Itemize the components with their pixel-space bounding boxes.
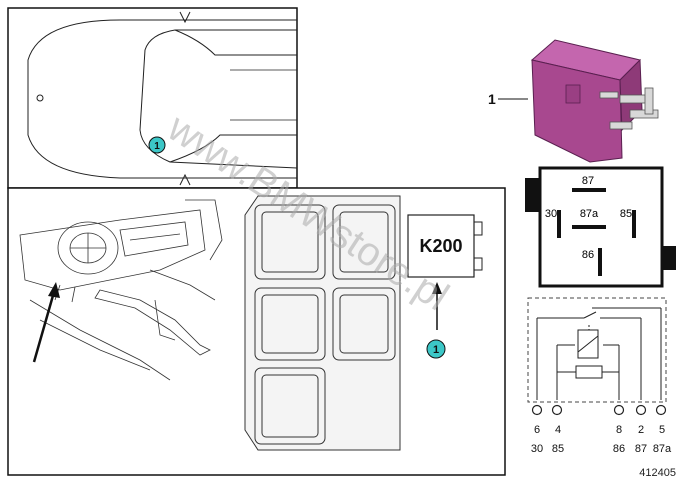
interior-fusebox-panel: K200 1 [7,187,506,476]
figure-number: 412405 [639,467,676,479]
callout-number-bottom: 1 [433,344,439,356]
pin-30-label: 30 [545,208,557,220]
callout-number-top: 1 [154,141,160,152]
terminal-top-1: 6 [534,424,540,436]
callout-marker-top: 1 [148,136,166,154]
relay-pin-layout: 87 30 87a 85 86 [525,166,676,288]
relay-photo: 1 [488,39,659,163]
pin-86-label: 86 [582,249,594,261]
terminal-top-5: 5 [659,424,665,436]
fuse-box [244,195,401,451]
pin-87a-label: 87a [580,208,599,220]
dashboard-sketch [19,199,223,381]
relay-code-label: K200 [419,236,462,256]
pin-87-label: 87 [582,175,594,187]
terminal-top-2: 4 [555,424,561,436]
location-pointer-arrow [32,282,60,363]
car-topview-panel: 1 [7,7,298,189]
relay-schematic: 6 4 8 2 5 30 85 86 87 87a [527,297,672,455]
terminal-bottom-5: 87a [653,443,672,455]
part-number-label: 1 [488,91,496,107]
terminal-bottom-4: 87 [635,443,647,455]
callout-marker-bottom: 1 [426,339,446,359]
relay-pointer-arrow [432,282,442,330]
pin-85-label: 85 [620,208,632,220]
relay-k200-box: K200 [407,214,483,278]
terminal-bottom-3: 86 [613,443,625,455]
terminal-top-4: 2 [638,424,644,436]
terminal-top-3: 8 [616,424,622,436]
terminal-bottom-1: 30 [531,443,543,455]
terminal-bottom-2: 85 [552,443,564,455]
